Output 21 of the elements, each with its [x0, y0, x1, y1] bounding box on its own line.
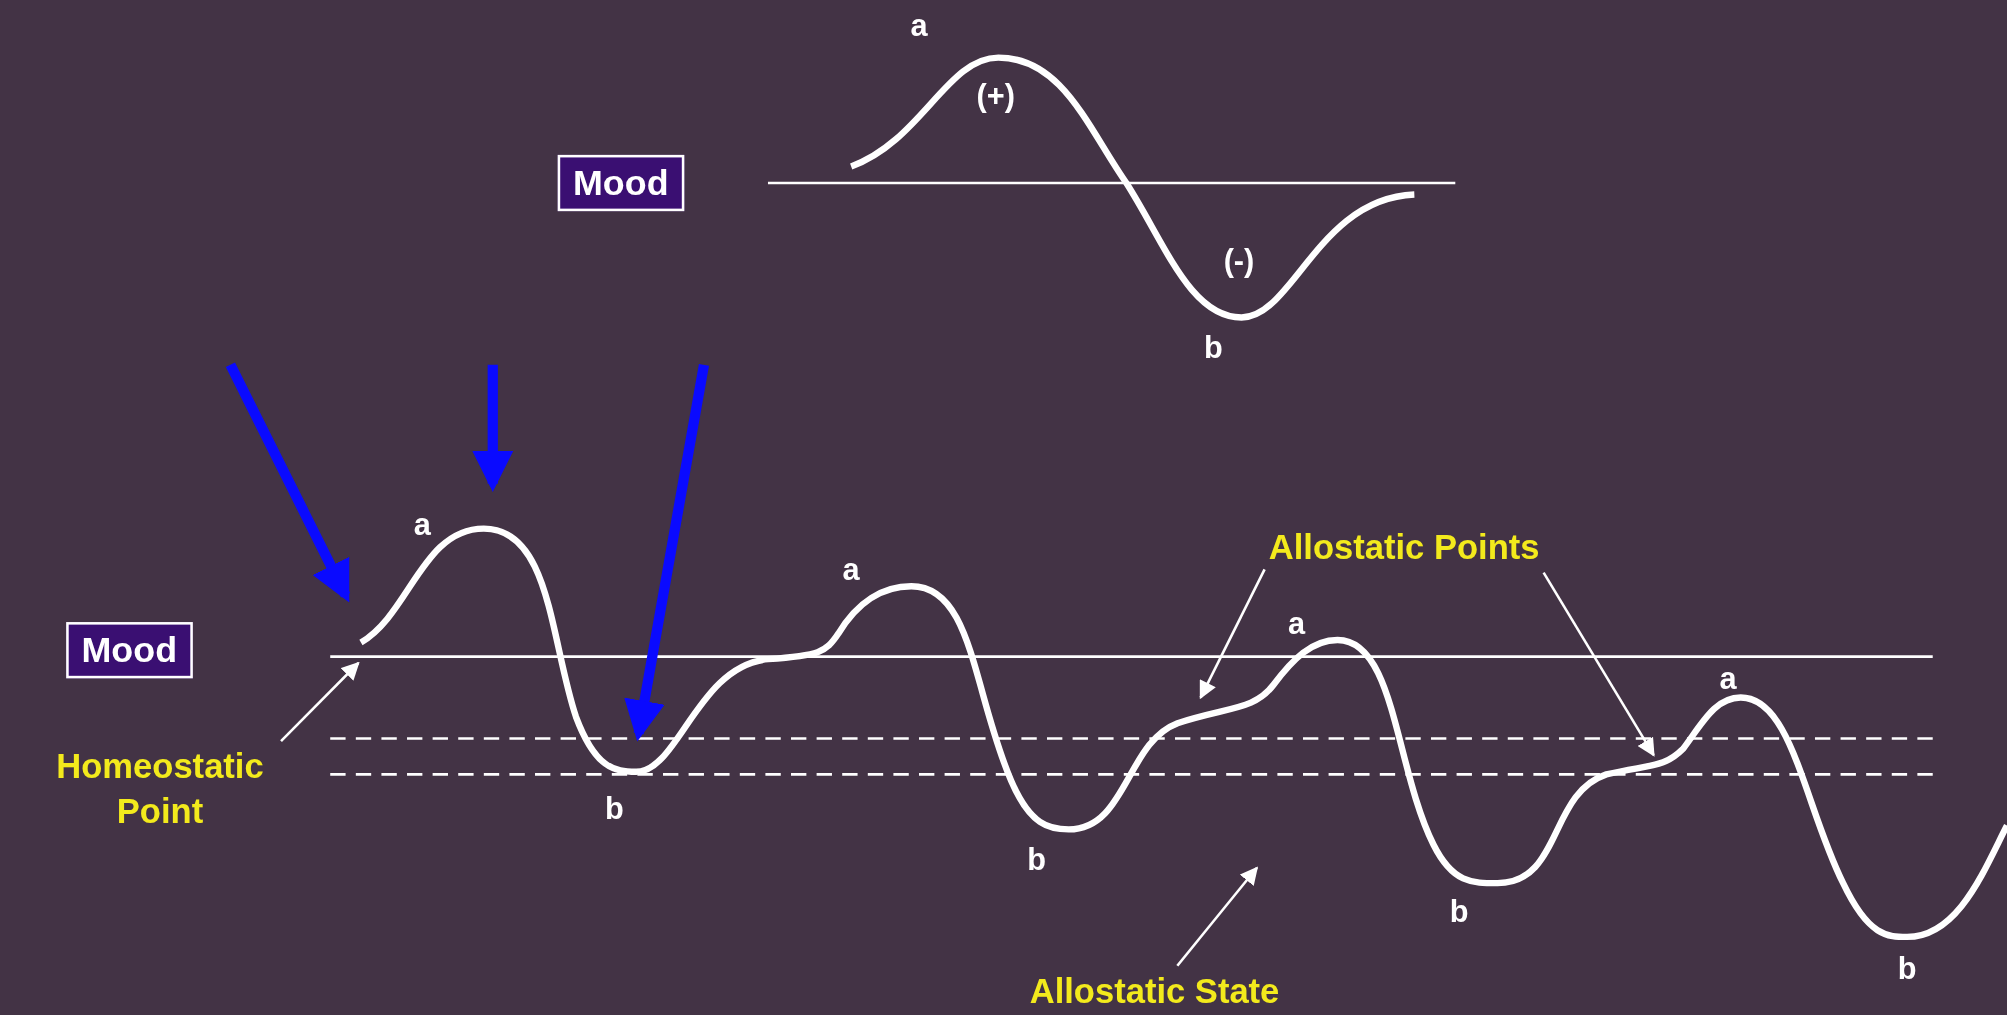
homeostatic-point-label: Homeostatic Point	[19, 744, 301, 835]
sign-label: (+)	[976, 78, 1015, 114]
sign-label: (-)	[1223, 243, 1255, 280]
point-label: a	[1288, 605, 1306, 642]
point-label: a	[413, 506, 431, 543]
mood-label-box: Mood	[557, 154, 684, 212]
point-label: b	[1027, 842, 1047, 879]
leader-line	[1542, 571, 1655, 757]
point-label: b	[1204, 330, 1223, 367]
leader-line	[1199, 568, 1266, 700]
allostatic-points-label: Allostatic Points	[1268, 525, 1540, 571]
allostatic-state-label: Allostatic State	[1029, 969, 1280, 1015]
mood-label-box: Mood	[66, 622, 193, 679]
leader-line	[1176, 866, 1259, 967]
point-label: b	[1449, 893, 1469, 930]
point-label: b	[605, 791, 624, 827]
point-label: a	[1719, 660, 1737, 697]
point-label: a	[842, 551, 860, 588]
point-label: b	[1897, 951, 1917, 987]
leader-line	[280, 661, 360, 742]
point-label: a	[910, 7, 928, 44]
